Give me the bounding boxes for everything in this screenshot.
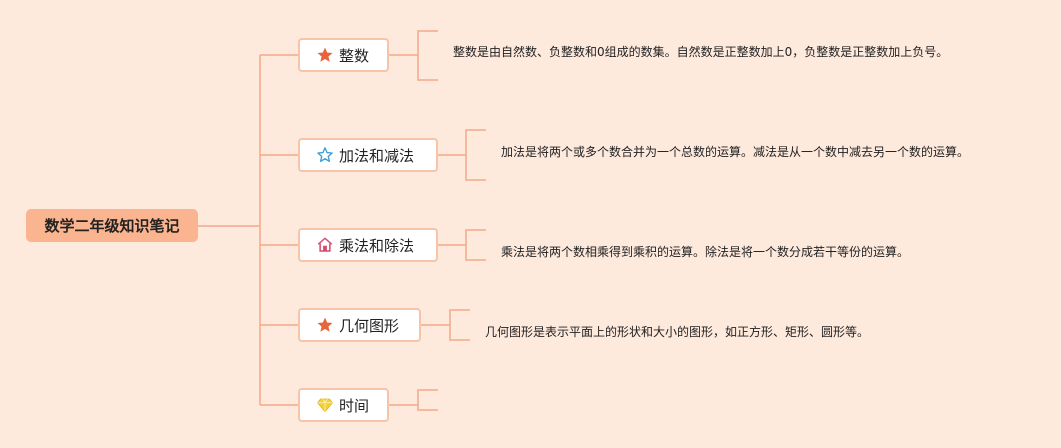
topic-description: 乘法是将两个数相乘得到乘积的运算。除法是将一个数分成若干等份的运算。 [501, 245, 910, 259]
star-outline-icon [317, 147, 333, 163]
topic-label: 几何图形 [339, 316, 400, 335]
topic-description: 几何图形是表示平面上的形状和大小的图形，如正方形、矩形、圆形等。 [485, 325, 870, 339]
topic-label: 加法和减法 [339, 146, 415, 165]
star-filled-icon [317, 317, 333, 332]
star-filled-icon [317, 47, 333, 62]
topic-label: 整数 [339, 46, 370, 65]
topic-addition-subtraction[interactable]: 加法和减法 [298, 138, 438, 172]
topic-label: 乘法和除法 [339, 236, 415, 255]
topic-geometry[interactable]: 几何图形 [298, 308, 421, 342]
house-icon [317, 237, 333, 252]
topic-description: 整数是由自然数、负整数和0组成的数集。自然数是正整数加上0，负整数是正整数加上负… [453, 45, 949, 59]
diamond-icon [317, 398, 333, 413]
topic-time[interactable]: 时间 [298, 388, 389, 422]
root-topic[interactable]: 数学二年级知识笔记 [26, 209, 198, 242]
topic-multiplication-division[interactable]: 乘法和除法 [298, 228, 438, 262]
topic-label: 时间 [339, 396, 370, 415]
topic-integers[interactable]: 整数 [298, 38, 389, 72]
root-topic-label: 数学二年级知识笔记 [44, 217, 180, 235]
topic-description: 加法是将两个或多个数合并为一个总数的运算。减法是从一个数中减去另一个数的运算。 [501, 145, 970, 159]
